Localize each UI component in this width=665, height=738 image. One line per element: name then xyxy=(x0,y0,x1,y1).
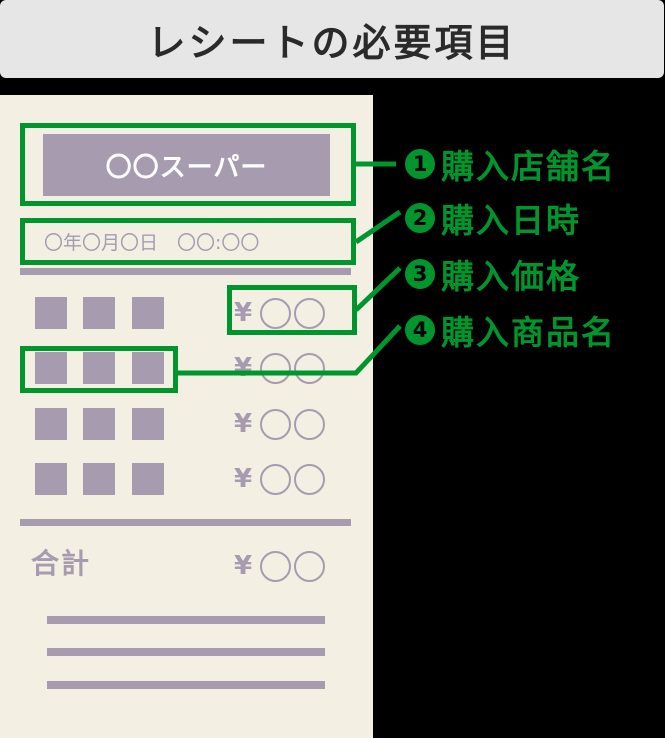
circle-placeholder-icon xyxy=(260,352,292,384)
footer-line-3 xyxy=(47,681,325,689)
item-name-block xyxy=(132,463,164,495)
annotation-3: 3 購入価格 xyxy=(405,250,581,298)
item-name-block xyxy=(132,408,164,440)
yen-symbol: ¥ xyxy=(234,298,253,328)
item-name-block xyxy=(132,297,164,329)
annotation-label: 購入日時 xyxy=(441,201,581,240)
circle-placeholder-icon xyxy=(294,463,326,495)
divider-bottom xyxy=(20,519,351,526)
item-name-block xyxy=(35,463,67,495)
item-name-block xyxy=(83,408,115,440)
title-bar: レシートの必要項目 xyxy=(0,0,664,78)
yen-symbol: ¥ xyxy=(234,353,253,383)
annotation-1: 1 購入店舗名 xyxy=(405,140,616,188)
circle-placeholder-icon xyxy=(260,550,292,582)
annotation-label: 購入商品名 xyxy=(441,313,616,352)
purchase-datetime: 〇年〇月〇日 〇〇:〇〇 xyxy=(44,232,260,254)
item-price: ¥ xyxy=(234,459,328,499)
highlight-item-name xyxy=(20,346,178,393)
divider-top xyxy=(20,268,351,275)
number-1-badge-icon: 1 xyxy=(405,149,435,179)
circle-placeholder-icon xyxy=(260,463,292,495)
store-name-block: 〇〇スーパー xyxy=(43,134,330,196)
item-name-block xyxy=(83,352,115,384)
annotation-2: 2 購入日時 xyxy=(405,194,581,242)
item-name-block xyxy=(132,352,164,384)
yen-symbol: ¥ xyxy=(234,409,253,439)
circle-placeholder-icon xyxy=(260,408,292,440)
number-3-badge-icon: 3 xyxy=(405,259,435,289)
item-price: ¥ xyxy=(234,404,328,444)
yen-symbol: ¥ xyxy=(234,464,253,494)
item-name-block xyxy=(83,463,115,495)
yen-symbol: ¥ xyxy=(234,551,253,581)
number-2-badge-icon: 2 xyxy=(405,203,435,233)
annotation-label: 購入価格 xyxy=(441,257,581,296)
circle-placeholder-icon xyxy=(294,408,326,440)
highlight-price xyxy=(227,285,357,335)
circle-placeholder-icon xyxy=(294,550,326,582)
annotation-label: 購入店舗名 xyxy=(441,147,616,186)
page-title: レシートの必要項目 xyxy=(147,20,517,65)
item-name-block xyxy=(35,408,67,440)
store-name: 〇〇スーパー xyxy=(105,152,268,183)
footer-line-1 xyxy=(47,616,325,624)
total-price: ¥ xyxy=(234,546,328,586)
highlight-datetime xyxy=(20,218,356,265)
footer-line-2 xyxy=(47,648,325,656)
item-name-block xyxy=(35,297,67,329)
item-price: ¥ xyxy=(234,348,328,388)
highlight-store-name xyxy=(20,123,356,206)
circle-placeholder-icon xyxy=(294,352,326,384)
item-name-block xyxy=(83,297,115,329)
number-4-badge-icon: 4 xyxy=(405,315,435,345)
total-label: 合計 xyxy=(31,547,92,580)
annotation-4: 4 購入商品名 xyxy=(405,306,616,354)
item-name-block xyxy=(35,352,67,384)
